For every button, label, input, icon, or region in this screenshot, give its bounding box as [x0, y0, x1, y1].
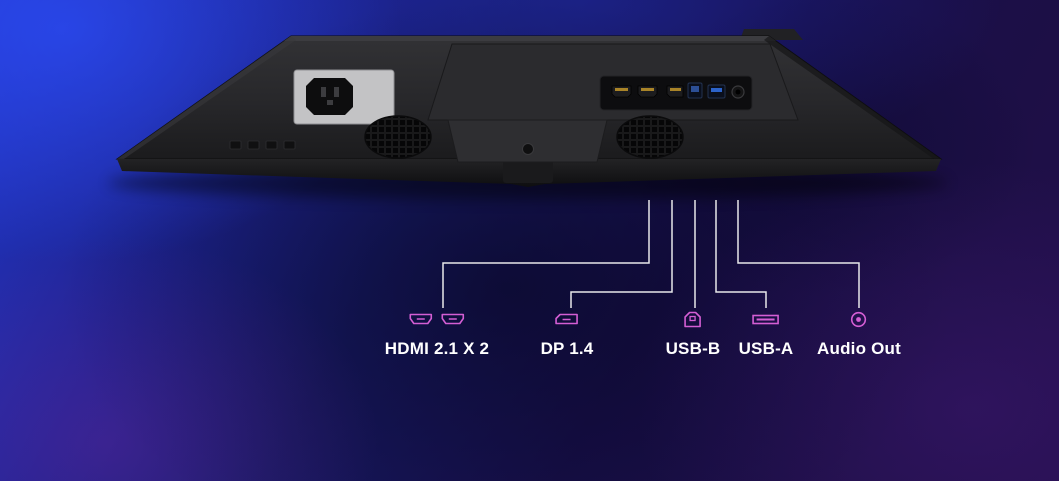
callout-usb-a: USB-A: [739, 306, 794, 359]
audio-icon-wrap: [850, 306, 867, 332]
vent-grille-right: [616, 115, 684, 159]
callout-label-usb-a: USB-A: [738, 339, 794, 358]
callout-usb-b: USB-B: [666, 306, 721, 359]
hdmi-port-icon: [409, 313, 433, 325]
dp-port-icon: [555, 313, 579, 325]
dp-icon-wrap: [555, 306, 579, 332]
power-inlet-plate: [293, 69, 395, 125]
callout-label-hdmi: HDMI 2.1 X 2: [384, 339, 490, 358]
usb-b-icon-wrap: [684, 306, 702, 332]
callout-dp: DP 1.4: [541, 306, 594, 359]
audio-jack: [731, 85, 745, 99]
stand-notch: [503, 160, 553, 183]
monitor-top-edge: [284, 36, 776, 41]
usb-a-port: [707, 84, 726, 99]
callout-line-dp: [570, 200, 673, 308]
usb-a-port-icon: [752, 314, 780, 324]
usb-a-icon-wrap: [752, 306, 780, 332]
vent-grille-left: [364, 115, 432, 159]
monitor-right-edge: [764, 36, 941, 159]
stand-mount-recess: [447, 119, 608, 163]
callout-line-usb-a: [715, 200, 767, 308]
audio-out-icon: [851, 311, 867, 327]
ac-power-inlet: [306, 78, 353, 115]
osd-buttons: [229, 140, 296, 150]
hdmi-icon-pair: [409, 306, 465, 332]
callout-line-hdmi: [442, 200, 650, 308]
hdmi-port-2: [637, 85, 658, 98]
displayport: [666, 85, 684, 98]
hdmi-port-icon: [441, 313, 465, 325]
port-cluster: [599, 75, 753, 111]
callout-hdmi: HDMI 2.1 X 2: [385, 306, 489, 359]
callout-label-audio: Audio Out: [817, 339, 901, 358]
hdmi-port-1: [611, 85, 632, 98]
callout-label-dp: DP 1.4: [540, 339, 594, 358]
usb-b-port-icon: [684, 311, 702, 327]
callout-line-audio: [737, 200, 860, 308]
monitor-left-edge: [117, 36, 296, 159]
callout-audio: Audio Out: [817, 306, 901, 359]
usb-b-port: [687, 82, 703, 99]
callout-label-usb-b: USB-B: [665, 339, 721, 358]
